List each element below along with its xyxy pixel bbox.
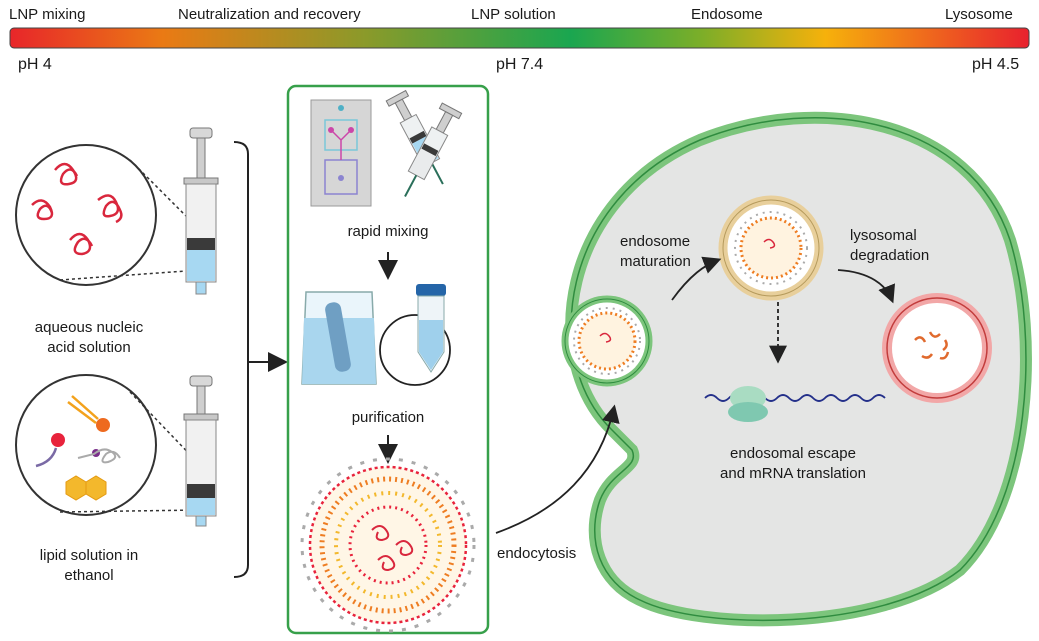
lipid-label-line2: ethanol [64, 567, 114, 584]
stage-label-endosome: Endosome [691, 6, 763, 23]
endocytosis-label: endocytosis [497, 545, 577, 562]
lipid-zoom-circle [15, 374, 201, 516]
endosomal-escape-label: endosomal escape and mRNA translation [708, 444, 878, 484]
endosome-maturation-label: endosome maturation [620, 232, 716, 272]
stage-label-neutralization: Neutralization and recovery [178, 6, 361, 23]
late-endosome [718, 195, 824, 301]
escape-line1: endosomal escape [730, 445, 856, 462]
lysosomal-degradation-label: lysosomal degradation [850, 226, 950, 266]
syringe-lipid [183, 375, 219, 527]
lysosome [882, 293, 992, 403]
centrifuge-tube-icon [379, 284, 451, 386]
ph-gradient-bar [9, 27, 1030, 49]
stage-label-lnp-solution: LNP solution [471, 6, 556, 23]
escape-line2: and mRNA translation [720, 465, 866, 482]
ph-label-4: pH 4 [18, 56, 52, 73]
aqueous-zoom-circle [15, 144, 201, 286]
degradation-line2: degradation [850, 247, 930, 264]
mixing-syringes-icon [385, 89, 463, 197]
purification-label: purification [351, 409, 425, 426]
aqueous-label-line2: acid solution [47, 339, 131, 356]
ribosome-mrna-icon [704, 386, 886, 422]
early-endosome [561, 295, 653, 387]
maturation-line2: maturation [620, 253, 691, 270]
lnp-particle [300, 457, 476, 633]
beaker-dialysis-icon [301, 291, 377, 385]
aqueous-solution-label: aqueous nucleic acid solution [24, 318, 154, 358]
arrow-endocytosis [495, 404, 620, 534]
ph-label-4-5: pH 4.5 [972, 56, 1020, 73]
syringe-aqueous [183, 127, 219, 295]
lipid-solution-label: lipid solution in ethanol [24, 546, 154, 586]
grouping-bracket [233, 141, 249, 578]
lipid-label-line1: lipid solution in [39, 547, 139, 564]
stage-label-lnp-mixing: LNP mixing [9, 6, 86, 23]
arrow-maturation [671, 256, 722, 301]
arrow-degradation [837, 269, 895, 304]
rapid-mixing-label: rapid mixing [347, 223, 429, 240]
ph-label-7-4: pH 7.4 [496, 56, 544, 73]
maturation-line1: endosome [620, 233, 691, 250]
stage-label-lysosome: Lysosome [945, 6, 1013, 23]
degradation-line1: lysosomal [850, 227, 917, 244]
aqueous-label-line1: aqueous nucleic [34, 319, 144, 336]
microfluidic-chip-icon [310, 99, 372, 207]
